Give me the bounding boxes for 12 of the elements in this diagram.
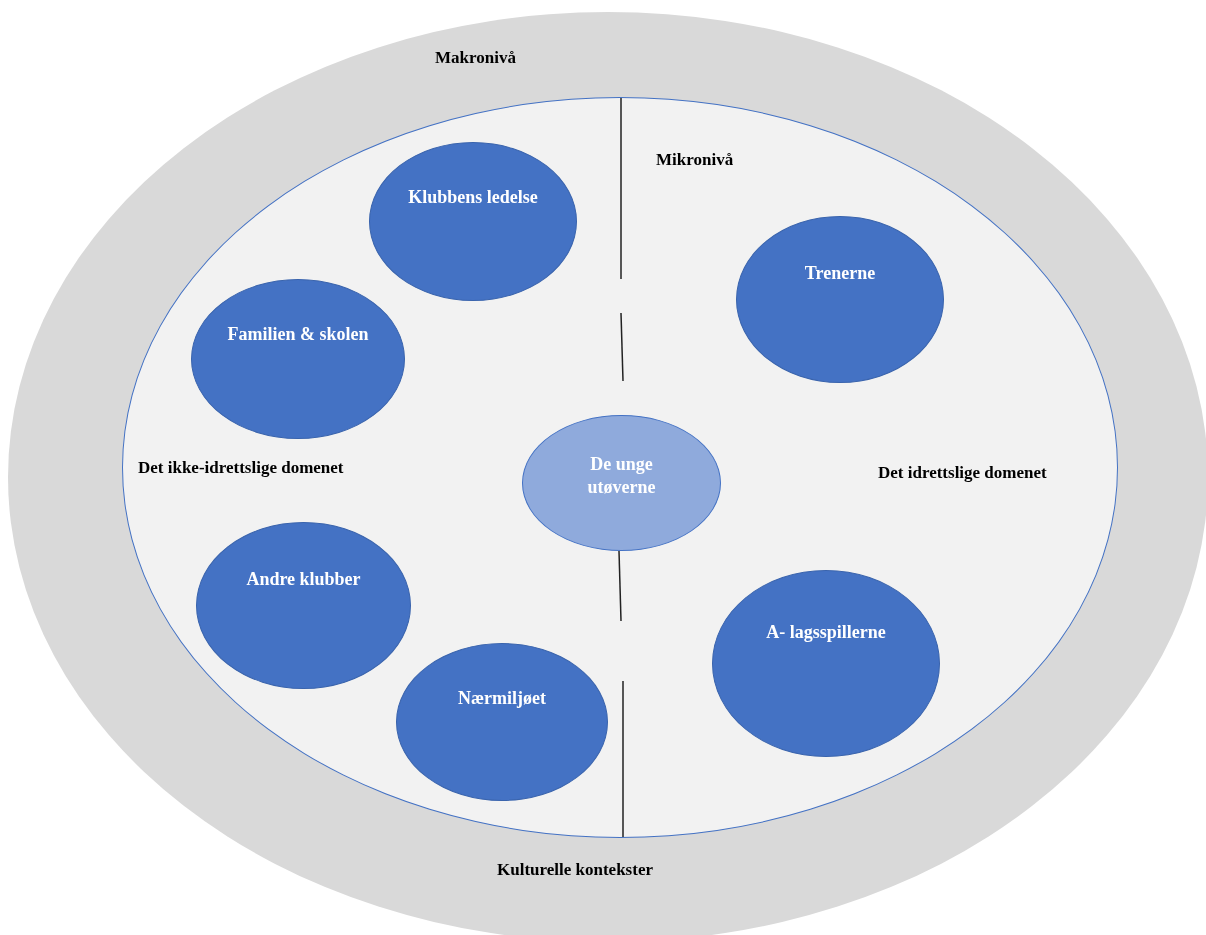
level-label: Mikronivå: [656, 150, 735, 170]
node-label: A- lagsspillerne: [766, 621, 886, 644]
node-label: Andre klubber: [246, 568, 361, 591]
node-label: De unge utøverne: [586, 453, 657, 500]
context-label: Kulturelle kontekster: [497, 860, 654, 880]
node-label: Trenerne: [804, 262, 876, 285]
domain-label: Det ikke-idrettslige domenet: [138, 458, 345, 478]
domain-label: Det idrettslige domenet: [878, 463, 1048, 483]
level-label: Makronivå: [435, 48, 517, 68]
node-label: Familien & skolen: [227, 323, 369, 346]
node-label: Klubbens ledelse: [408, 186, 538, 209]
node-label: Nærmiljøet: [458, 687, 546, 710]
